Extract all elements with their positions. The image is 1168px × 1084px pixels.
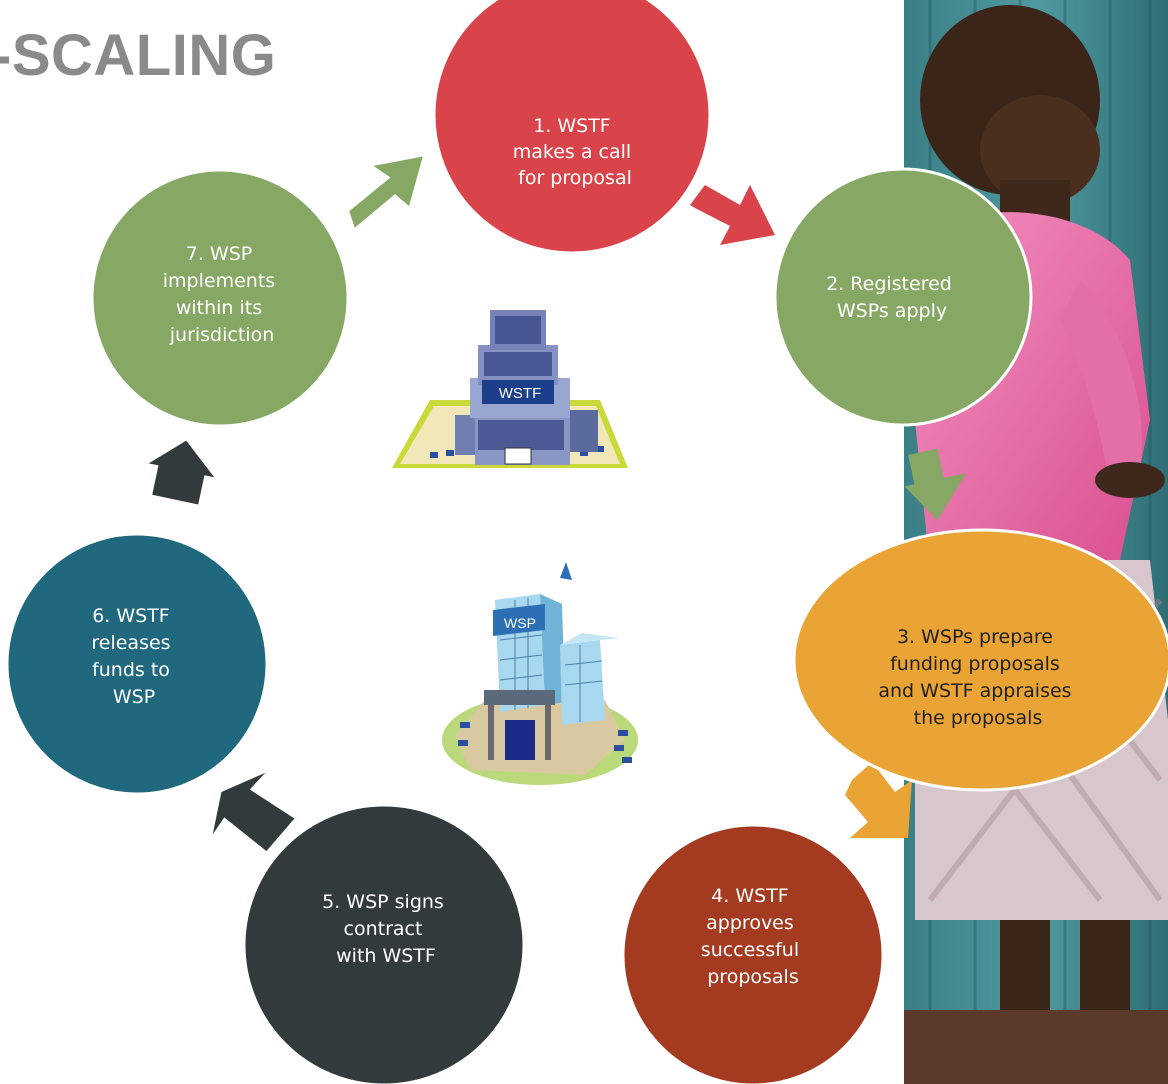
step-6-circle (5, 532, 269, 796)
step-7-circle (90, 168, 350, 428)
step-5-line-2: contract (344, 918, 423, 940)
step-4-line-2: approves (706, 912, 794, 934)
arrow-1-to-2 (690, 185, 775, 245)
step-4-line-1: 4. WSTF (711, 885, 789, 907)
page-title: -SCALING (0, 23, 277, 88)
svg-text:3. WSPs prepare funding pr: 3. WSPs prepare funding proposals and WS… (878, 626, 1077, 729)
step-5-circle (242, 803, 526, 1084)
svg-text:1. WSTF makes a call f: 1. WSTF makes a call for proposal (513, 115, 637, 189)
wstf-building-sign: WSTF (499, 385, 542, 402)
step-5-line-3: with WSTF (336, 945, 436, 967)
step-7-line-4: jurisdiction (169, 324, 275, 346)
svg-text:2. Registered WSPs apply: 2. Registered WSPs apply (826, 273, 958, 322)
step-1-circle (432, 0, 712, 255)
svg-text:6. WSTF releases funds: 6. WSTF releases funds to WSP (91, 605, 176, 708)
step-3-line-4: the proposals (914, 707, 1043, 729)
step-7-line-1: 7. WSP (186, 243, 252, 265)
step-5-line-1: 5. WSP signs (322, 891, 444, 913)
wsp-building-illustration: WSP (442, 562, 638, 785)
step-4-line-4: proposals (707, 966, 798, 988)
arrow-3-to-4 (845, 762, 912, 838)
step-4-line-3: successful (701, 939, 799, 961)
step-7-line-3: within its (176, 297, 262, 319)
step-2-circle (773, 167, 1033, 427)
arrow-6-to-7 (148, 440, 215, 505)
step-6-line-3: funds to (92, 659, 170, 681)
step-2-line-1: 2. Registered (826, 273, 952, 295)
step-4-circle (621, 823, 885, 1084)
arrow-5-to-6 (212, 772, 295, 852)
step-6-line-2: releases (91, 632, 170, 654)
step-7-line-2: implements (163, 270, 275, 292)
step-3-circle (792, 528, 1168, 792)
step-6-line-4: WSP (113, 686, 155, 708)
step-1-line-1: 1. WSTF (533, 115, 611, 137)
wstf-building-illustration: WSTF (392, 310, 628, 468)
svg-text:7. WSP implements with: 7. WSP implements within its jurisdictio… (163, 243, 281, 346)
step-3-line-1: 3. WSPs prepare (897, 626, 1053, 648)
svg-text:5. WSP signs contract: 5. WSP signs contract with WSTF (322, 891, 450, 967)
step-2-line-2: WSPs apply (837, 300, 947, 322)
step-1-line-3: for proposal (518, 167, 632, 189)
arrow-7-to-1 (349, 156, 423, 228)
step-1-line-2: makes a call (513, 141, 631, 163)
step-6-line-1: 6. WSTF (92, 605, 170, 627)
step-3-line-2: funding proposals (890, 653, 1060, 675)
arrow-2-to-3 (904, 448, 967, 521)
step-3-line-3: and WSTF appraises (878, 680, 1071, 702)
wsp-building-sign: WSP (504, 615, 536, 631)
svg-text:4. WSTF approves succe: 4. WSTF approves successful proposals (701, 885, 805, 988)
